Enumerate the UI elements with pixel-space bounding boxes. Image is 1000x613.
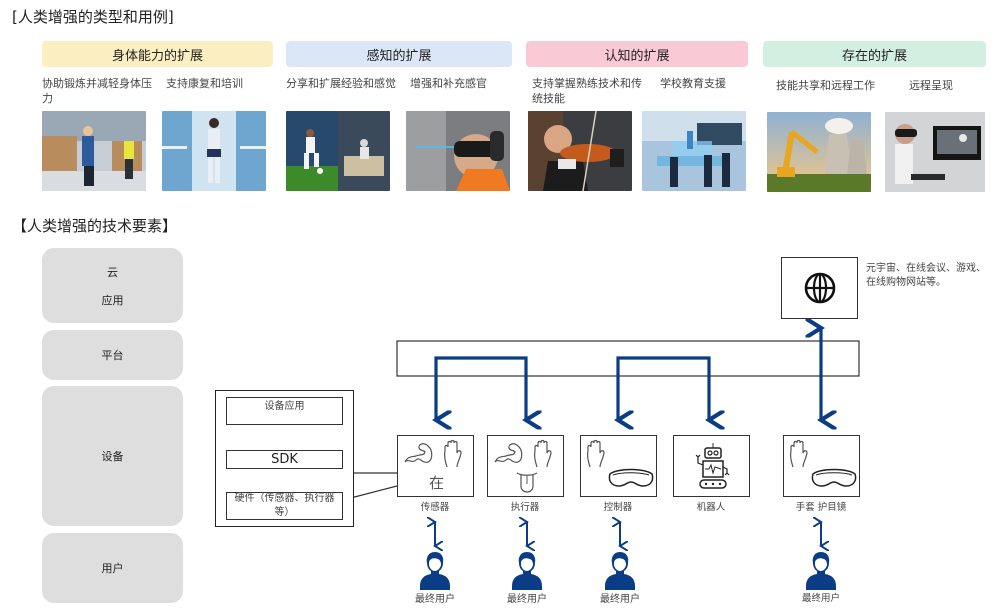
goggles-icon xyxy=(608,468,654,487)
end-user-avatar xyxy=(416,550,454,590)
device-app-box: 设备应用 xyxy=(226,397,343,425)
hand-icon xyxy=(534,439,552,468)
layer-label: 平台 xyxy=(101,349,124,362)
example-label: 支持掌握熟练技术和传统技能 xyxy=(532,77,642,105)
device-label: 手套 护目镜 xyxy=(795,502,847,513)
layer-device: 设备 xyxy=(42,386,183,526)
user-icon xyxy=(605,552,635,590)
sdk-box: SDK xyxy=(226,450,343,469)
telepresence-vr-photo xyxy=(885,112,989,192)
layer-label: 云 xyxy=(107,265,118,279)
presence-char-icon: 在 xyxy=(428,474,444,492)
device-label: 机器人 xyxy=(696,502,726,513)
example-label: 支持康复和培训 xyxy=(166,77,243,90)
device-label: 控制器 xyxy=(603,502,633,513)
rehab-exoskeleton-photo xyxy=(162,111,266,191)
user-icon xyxy=(420,552,450,590)
example-label: 学校教育支援 xyxy=(660,77,726,90)
example-label: 增强和补充感官 xyxy=(410,77,487,90)
category-header-perception: 感知的扩展 xyxy=(286,41,512,67)
end-user-avatar xyxy=(802,550,840,590)
example-label: 远程呈现 xyxy=(909,79,953,92)
cloud-service-box xyxy=(781,257,858,319)
warehouse-exoskeleton-photo xyxy=(42,111,146,191)
hand-icon xyxy=(790,439,808,468)
layer-cloud: 云 应用 xyxy=(42,248,183,323)
soccer-vr-photo xyxy=(286,111,390,191)
device-box-sensor: 在 xyxy=(397,435,474,497)
types-section-title: [人类增强的类型和用例] xyxy=(12,8,174,26)
violin-glove-photo xyxy=(528,111,632,191)
end-user-label: 最终用户 xyxy=(507,594,547,605)
user-icon xyxy=(512,552,542,590)
goggles-icon xyxy=(811,468,857,487)
tech-section-title: 【人类增强的技术要素】 xyxy=(12,217,178,235)
category-header-cognition: 认知的扩展 xyxy=(526,41,748,67)
layer-platform: 平台 xyxy=(42,330,183,380)
layer-label: 应用 xyxy=(101,293,124,307)
robot-arm-plant-photo xyxy=(767,112,871,192)
user-icon xyxy=(806,552,836,590)
device-box-robot xyxy=(673,435,750,497)
hand-icon xyxy=(587,439,605,468)
end-user-label: 最终用户 xyxy=(415,594,455,605)
platform-link-arrow xyxy=(618,356,709,420)
device-box-gloves-goggles xyxy=(783,435,860,497)
muscle-arm-icon xyxy=(404,443,433,463)
device-label: 执行器 xyxy=(510,502,540,513)
tongue-icon xyxy=(516,472,538,493)
hand-icon xyxy=(444,439,462,468)
platform-link-arrow xyxy=(436,356,526,420)
muscle-arm-icon xyxy=(494,443,523,463)
end-user-label: 最终用户 xyxy=(600,594,640,605)
end-user-avatar xyxy=(508,550,546,590)
example-label: 技能共享和远程工作 xyxy=(776,79,875,92)
robot-icon xyxy=(695,443,730,489)
classroom-hologram-photo xyxy=(642,111,746,191)
example-label: 分享和扩展经验和感觉 xyxy=(286,77,396,90)
vr-headset-rescue-photo xyxy=(406,111,510,191)
cloud-service-note: 元宇宙、在线会议、游戏、在线购物网站等。 xyxy=(866,263,986,288)
end-user-avatar xyxy=(601,550,639,590)
layer-label: 设备 xyxy=(101,450,124,463)
device-label: 传感器 xyxy=(420,502,450,513)
layer-user: 用户 xyxy=(42,533,183,603)
category-header-existence: 存在的扩展 xyxy=(763,41,986,67)
layer-label: 用户 xyxy=(101,562,124,575)
globe-icon xyxy=(804,272,835,304)
example-label: 协助锻炼并减轻身体压力 xyxy=(42,77,152,105)
device-box-actuator xyxy=(487,435,564,497)
device-box-controller xyxy=(580,435,657,497)
category-header-physical: 身体能力的扩展 xyxy=(42,41,273,67)
end-user-label: 最终用户 xyxy=(801,593,840,604)
hardware-box: 硬件（传感器、执行器等） xyxy=(226,492,343,520)
